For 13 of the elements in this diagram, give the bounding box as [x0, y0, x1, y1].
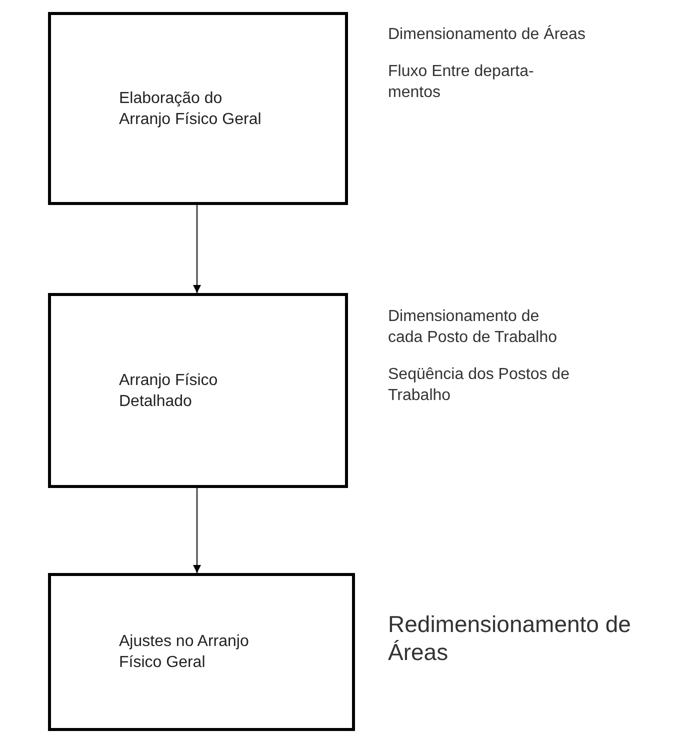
side-note: Redimensionamento de Áreas — [388, 610, 632, 666]
box-label: Arranjo Físico Detalhado — [119, 370, 219, 412]
process-box — [48, 573, 355, 731]
arrow — [193, 488, 201, 573]
side-note: Fluxo Entre departa- mentos — [388, 62, 535, 103]
box-label: Elaboração do Arranjo Físico Geral — [119, 88, 262, 130]
process-box — [48, 293, 348, 488]
process-box — [48, 12, 348, 205]
side-note: Dimensionamento de cada Posto de Trabalho — [388, 307, 558, 348]
arrow — [193, 205, 201, 293]
side-note: Seqüência dos Postos de Trabalho — [388, 365, 570, 406]
box-label: Ajustes no Arranjo Físico Geral — [119, 632, 250, 673]
side-note: Dimensionamento de Áreas — [388, 24, 586, 45]
